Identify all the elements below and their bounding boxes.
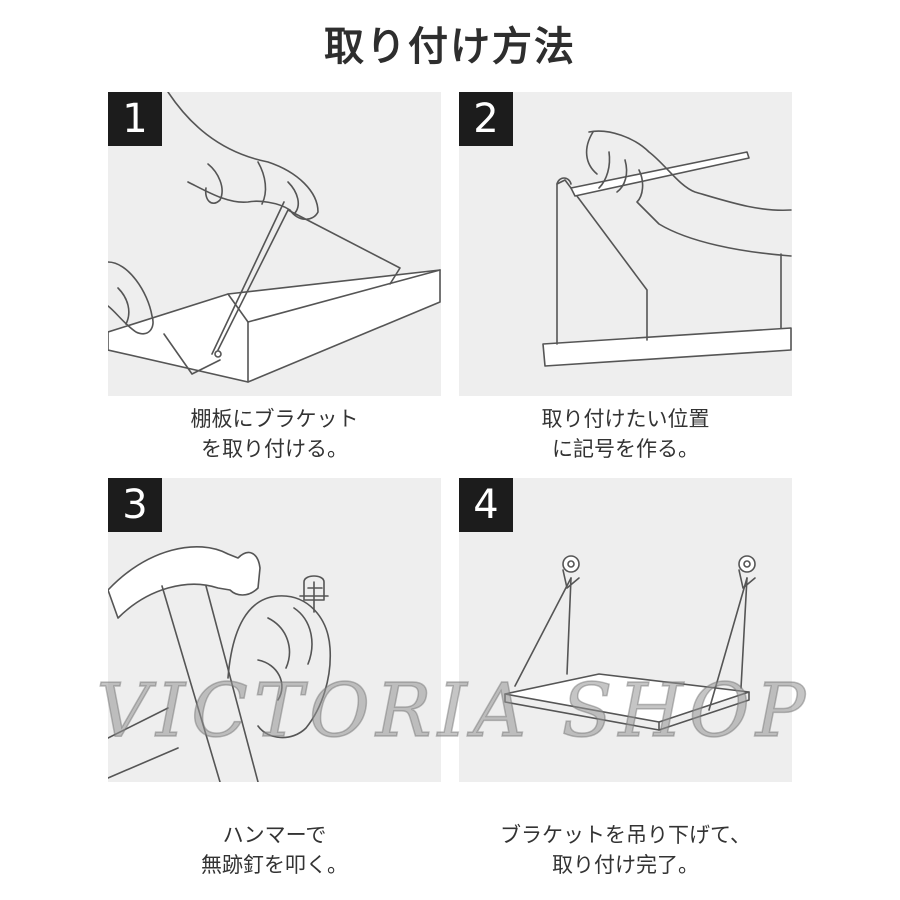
step-4-caption-line2: 取り付け完了。 — [552, 853, 699, 877]
step-1-illustration: 1 — [108, 92, 441, 396]
step-1-caption-line2: を取り付ける。 — [201, 437, 348, 461]
step-2-caption-line1: 取り付けたい位置 — [541, 407, 710, 431]
step-4-illustration: 4 — [459, 478, 792, 782]
step-4-number: 4 — [459, 478, 513, 532]
step-1-caption-line1: 棚板にブラケット — [190, 407, 359, 431]
mark-position-drawing — [542, 130, 792, 367]
step-4-caption-line1: ブラケットを吊り下げて、 — [500, 823, 751, 847]
step-2-number: 2 — [459, 92, 513, 146]
page-title: 取り付け方法 — [324, 24, 576, 70]
step-1-number: 1 — [108, 92, 162, 146]
hanging-shelf-drawing — [504, 555, 756, 731]
step-3-illustration: 3 — [108, 478, 441, 782]
attach-bracket-drawing — [108, 92, 441, 383]
step-3-caption: ハンマーで 無跡釘を叩く。 — [108, 820, 441, 880]
step-2-caption-line2: に記号を作る。 — [552, 437, 699, 461]
step-1-caption: 棚板にブラケット を取り付ける。 — [108, 404, 441, 464]
step-3-number: 3 — [108, 478, 162, 532]
step-3-caption-line2: 無跡釘を叩く。 — [201, 853, 348, 877]
step-3-caption-line1: ハンマーで — [222, 823, 327, 847]
hammer-nail-drawing — [108, 546, 332, 782]
step-2-caption: 取り付けたい位置 に記号を作る。 — [459, 404, 792, 464]
step-4-caption: ブラケットを吊り下げて、 取り付け完了。 — [459, 820, 792, 880]
step-2-illustration: 2 — [459, 92, 792, 396]
